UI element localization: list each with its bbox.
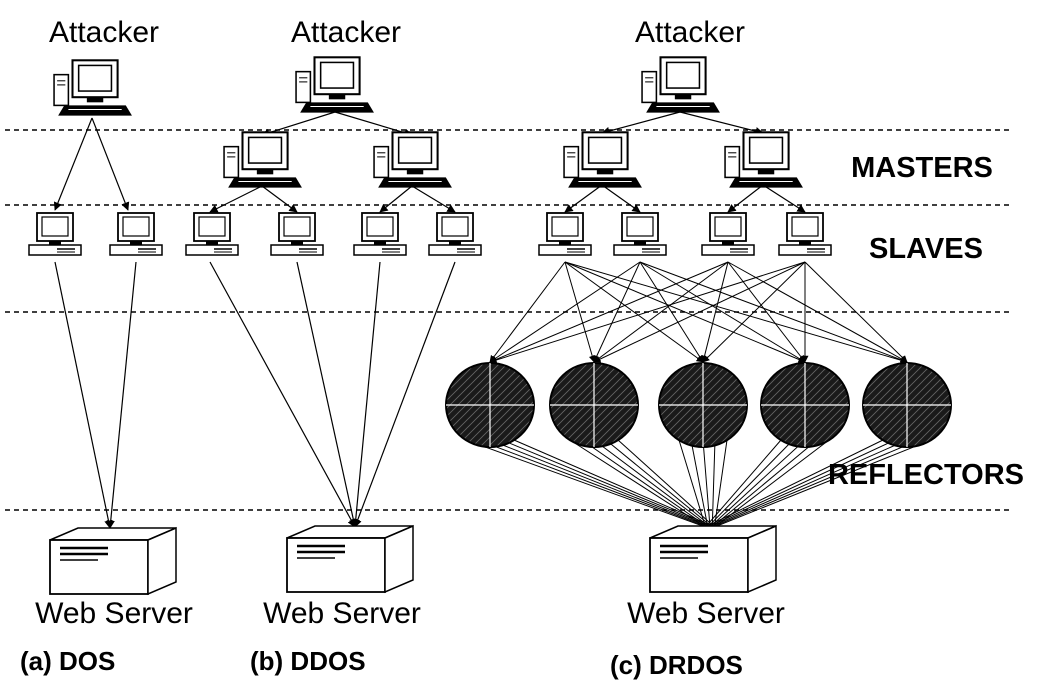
reflector-server-link bbox=[678, 439, 706, 528]
slave-reflector-link bbox=[489, 261, 641, 363]
caption-dos: (a) DOS bbox=[20, 646, 115, 676]
web-server-icon bbox=[285, 524, 415, 594]
slave-reflector-link bbox=[639, 261, 806, 363]
reflector-server-link bbox=[605, 439, 713, 528]
slave-computer-icon bbox=[270, 212, 324, 256]
web-server-icon bbox=[48, 526, 178, 596]
master-computer-icon bbox=[373, 131, 453, 189]
slave-computer-icon bbox=[778, 212, 832, 256]
slave-computer-icon bbox=[109, 212, 163, 256]
attacker-label-dos: Attacker bbox=[49, 16, 159, 49]
slave-reflector-link bbox=[564, 261, 596, 363]
tier-label-reflectors: REFLECTORS bbox=[828, 459, 1024, 491]
web-server-icon bbox=[648, 524, 778, 594]
slave-reflector-link bbox=[639, 261, 908, 364]
reflector-globe-icon bbox=[549, 362, 639, 448]
reflector-globe-icon bbox=[862, 362, 952, 448]
attacker-computer-icon bbox=[53, 59, 133, 117]
masters bbox=[223, 131, 804, 189]
master-computer-icon bbox=[563, 131, 643, 189]
slave-reflector-links bbox=[489, 261, 908, 364]
server-label-dos: Web Server bbox=[35, 597, 193, 630]
attacker-computer-icon bbox=[295, 56, 375, 114]
tier-label-masters: MASTERS bbox=[851, 152, 993, 184]
reflector-server-link bbox=[709, 439, 908, 528]
reflector-server-link bbox=[707, 439, 794, 528]
reflector-server-link bbox=[513, 439, 715, 528]
slave-computer-icon bbox=[353, 212, 407, 256]
attackers bbox=[53, 56, 721, 117]
reflector-server-links bbox=[465, 439, 932, 528]
reflector-server-link bbox=[569, 439, 706, 528]
reflector-server-link bbox=[714, 439, 830, 528]
server-label-drdos: Web Server bbox=[627, 597, 785, 630]
slave-computer-icon bbox=[428, 212, 482, 256]
reflector-server-link bbox=[465, 439, 706, 528]
reflector-server-link bbox=[707, 439, 896, 528]
slave-reflector-link bbox=[727, 261, 806, 363]
reflector-globe-icon bbox=[658, 362, 748, 448]
reflector-server-link bbox=[714, 439, 932, 528]
tier-separators bbox=[5, 129, 1012, 511]
attacker-computer-icon bbox=[641, 56, 721, 114]
caption-ddos: (b) DDOS bbox=[250, 646, 366, 676]
slave-reflector-link bbox=[804, 261, 908, 363]
slave-reflector-link bbox=[489, 261, 806, 364]
reflector-server-link bbox=[581, 439, 709, 528]
reflector-server-link bbox=[714, 439, 728, 528]
reflector-server-link bbox=[709, 439, 806, 528]
slave-computer-icon bbox=[538, 212, 592, 256]
reflector-server-link bbox=[705, 439, 782, 528]
web-servers bbox=[48, 524, 778, 596]
slave-reflector-link bbox=[639, 261, 704, 363]
reflector-server-link bbox=[489, 439, 711, 528]
reflector-globe-icon bbox=[760, 362, 850, 448]
slave-reflector-link bbox=[489, 261, 729, 363]
reflector-server-link bbox=[705, 439, 884, 528]
slave-computer-icon bbox=[185, 212, 239, 256]
slave-reflector-link bbox=[702, 261, 806, 363]
reflector-server-link bbox=[712, 439, 920, 528]
slave-reflector-link bbox=[489, 261, 566, 363]
slave-computer-icon bbox=[701, 212, 755, 256]
slave-computer-icon bbox=[613, 212, 667, 256]
reflector-globe-icon bbox=[445, 362, 535, 448]
slave-reflector-link bbox=[593, 261, 729, 363]
slave-reflector-link bbox=[727, 261, 908, 363]
slave-computer-icon bbox=[28, 212, 82, 256]
slave-reflector-link bbox=[564, 261, 908, 364]
server-label-ddos: Web Server bbox=[263, 597, 421, 630]
reflectors bbox=[445, 362, 952, 448]
reflector-server-link bbox=[711, 439, 716, 528]
slave-reflector-link bbox=[593, 261, 641, 363]
slaves bbox=[28, 212, 832, 256]
slave-reflector-link bbox=[564, 261, 806, 363]
reflector-server-link bbox=[702, 439, 711, 528]
master-computer-icon bbox=[724, 131, 804, 189]
slave-reflector-link bbox=[564, 261, 704, 363]
attacker-label-drdos: Attacker bbox=[635, 16, 745, 49]
reflector-server-link bbox=[477, 439, 708, 528]
reflector-server-link bbox=[711, 439, 818, 528]
slave-reflector-link bbox=[701, 261, 729, 363]
reflector-server-link bbox=[593, 439, 711, 528]
slave-reflector-link bbox=[593, 261, 806, 363]
master-computer-icon bbox=[223, 131, 303, 189]
caption-drdos: (c) DRDOS bbox=[610, 650, 743, 680]
reflector-server-link bbox=[501, 439, 713, 528]
reflector-server-link bbox=[690, 439, 709, 528]
attacker-label-ddos: Attacker bbox=[291, 16, 401, 49]
tier-label-slaves: SLAVES bbox=[869, 233, 983, 265]
reflector-server-link bbox=[617, 439, 715, 528]
connection-lines bbox=[53, 111, 806, 529]
